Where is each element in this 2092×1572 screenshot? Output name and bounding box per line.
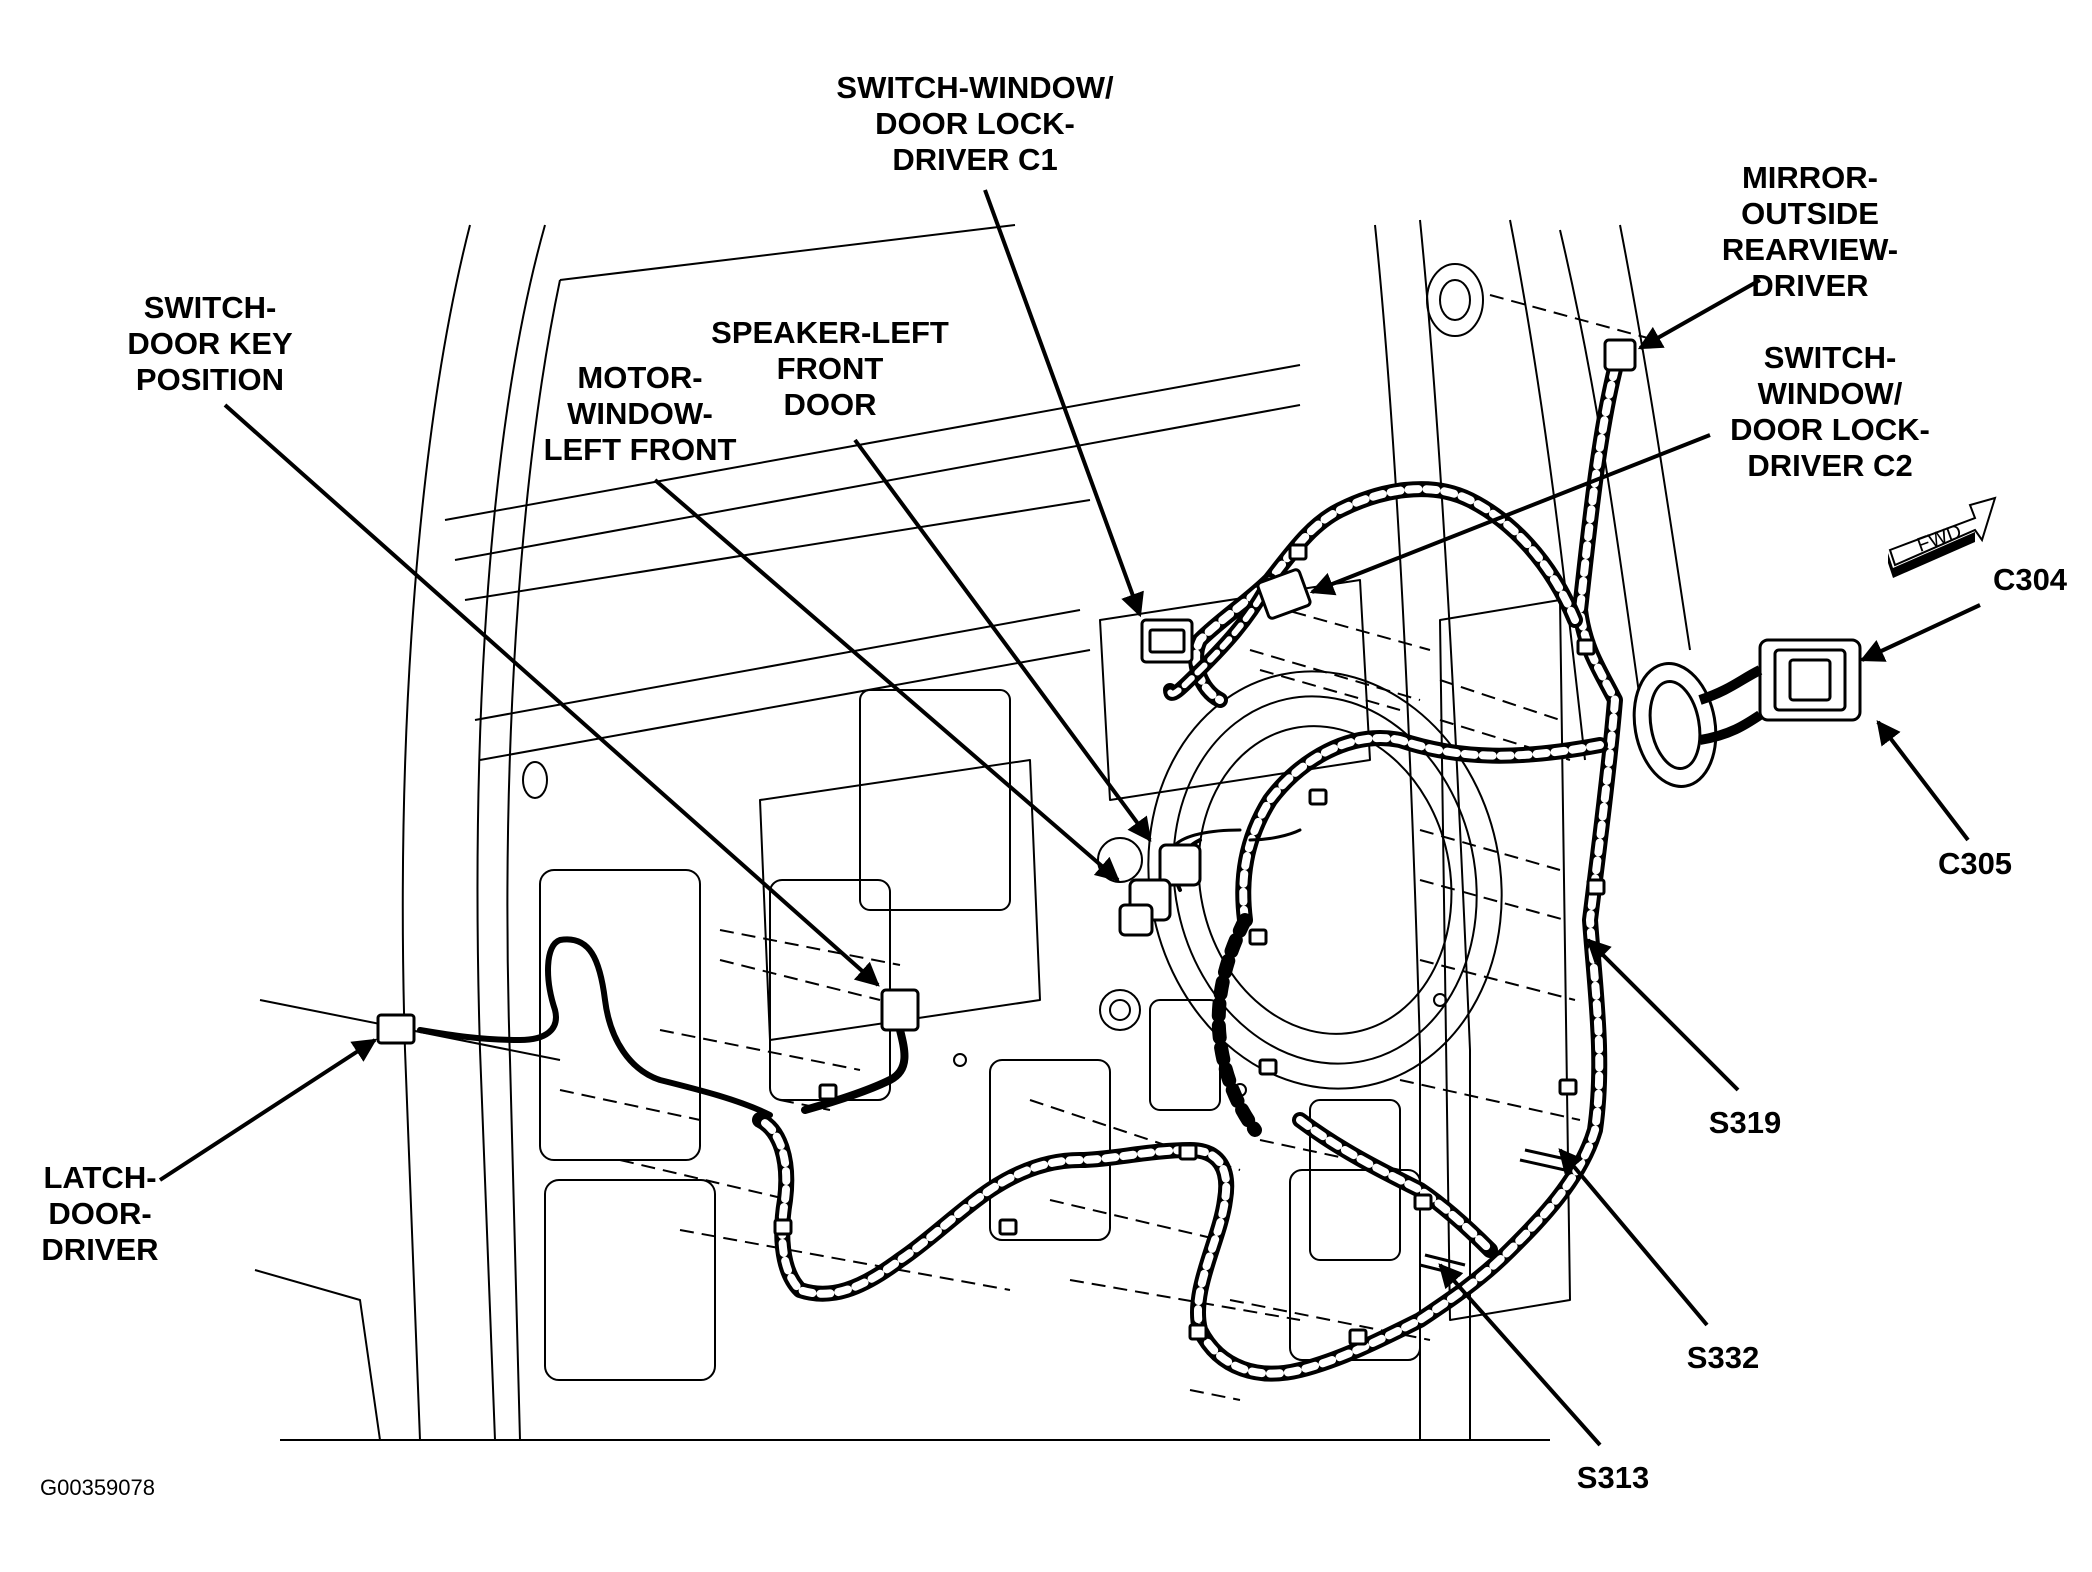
label-s313: S313: [1558, 1460, 1668, 1496]
label-line: FRONT: [776, 351, 884, 386]
label-line: MIRROR-: [1741, 160, 1879, 195]
figure-id: G00359078: [40, 1475, 155, 1500]
label-switch-window-c1: SWITCH-WINDOW/DOOR LOCK-DRIVER C1: [825, 70, 1125, 178]
leader-c304: [1859, 603, 1981, 662]
label-line: S332: [1686, 1340, 1760, 1375]
label-line: S319: [1708, 1105, 1782, 1140]
label-motor: MOTOR-WINDOW-LEFT FRONT: [520, 360, 760, 468]
leader-s332: [1558, 1148, 1709, 1327]
leader-speaker: [853, 438, 1152, 842]
label-line: MOTOR-: [577, 360, 703, 395]
label-line: DRIVER C1: [892, 142, 1058, 177]
leader-mirror: [1637, 278, 1761, 350]
label-line: DRIVER: [1751, 268, 1869, 303]
label-line: SPEAKER-LEFT: [711, 315, 949, 350]
label-s332: S332: [1668, 1340, 1778, 1376]
label-line: OUTSIDE: [1741, 196, 1879, 231]
leader-s319: [1586, 938, 1740, 1092]
wiring-harness: [417, 342, 1628, 1382]
label-line: POSITION: [135, 362, 285, 397]
label-line: DRIVER: [41, 1232, 159, 1267]
label-line: LATCH-: [43, 1160, 157, 1195]
label-line: SWITCH-WINDOW/: [836, 70, 1114, 105]
label-line: LEFT FRONT: [543, 432, 737, 467]
label-line: S313: [1576, 1460, 1650, 1495]
leader-latch: [158, 1038, 378, 1182]
label-s319: S319: [1690, 1105, 1800, 1141]
door-inner-panel: [254, 219, 1691, 1441]
label-latch: LATCH-DOOR-DRIVER: [20, 1160, 180, 1268]
label-line: DOOR KEY: [127, 326, 293, 361]
label-line: SWITCH-: [1763, 340, 1897, 375]
label-line: DRIVER C2: [1747, 448, 1913, 483]
label-line: WINDOW-: [567, 396, 713, 431]
label-line: DOOR: [783, 387, 877, 422]
label-line: C304: [1992, 562, 2068, 597]
label-line: SWITCH-: [143, 290, 277, 325]
leader-c305: [1876, 720, 1970, 842]
connectors: [376, 338, 1862, 1346]
leader-motor: [653, 478, 1120, 882]
splice-marks: [1419, 1148, 1571, 1277]
leader-switch-key: [223, 403, 880, 987]
label-c304: C304: [1975, 562, 2085, 598]
fastener-guide-lines: [559, 294, 1656, 1401]
label-c305: C305: [1920, 846, 2030, 882]
label-line: C305: [1937, 846, 2013, 881]
label-line: REARVIEW-: [1721, 232, 1899, 267]
leader-switch-window-c2: [1309, 433, 1711, 596]
label-line: DOOR-: [48, 1196, 152, 1231]
leader-lines: [158, 189, 1981, 1447]
label-switch-window-c2: SWITCH-WINDOW/DOOR LOCK-DRIVER C2: [1700, 340, 1960, 484]
label-line: DOOR LOCK-: [1730, 412, 1930, 447]
label-line: WINDOW/: [1757, 376, 1903, 411]
leader-s313: [1438, 1263, 1602, 1447]
label-line: DOOR LOCK-: [875, 106, 1075, 141]
leader-switch-window-c1: [983, 189, 1144, 618]
